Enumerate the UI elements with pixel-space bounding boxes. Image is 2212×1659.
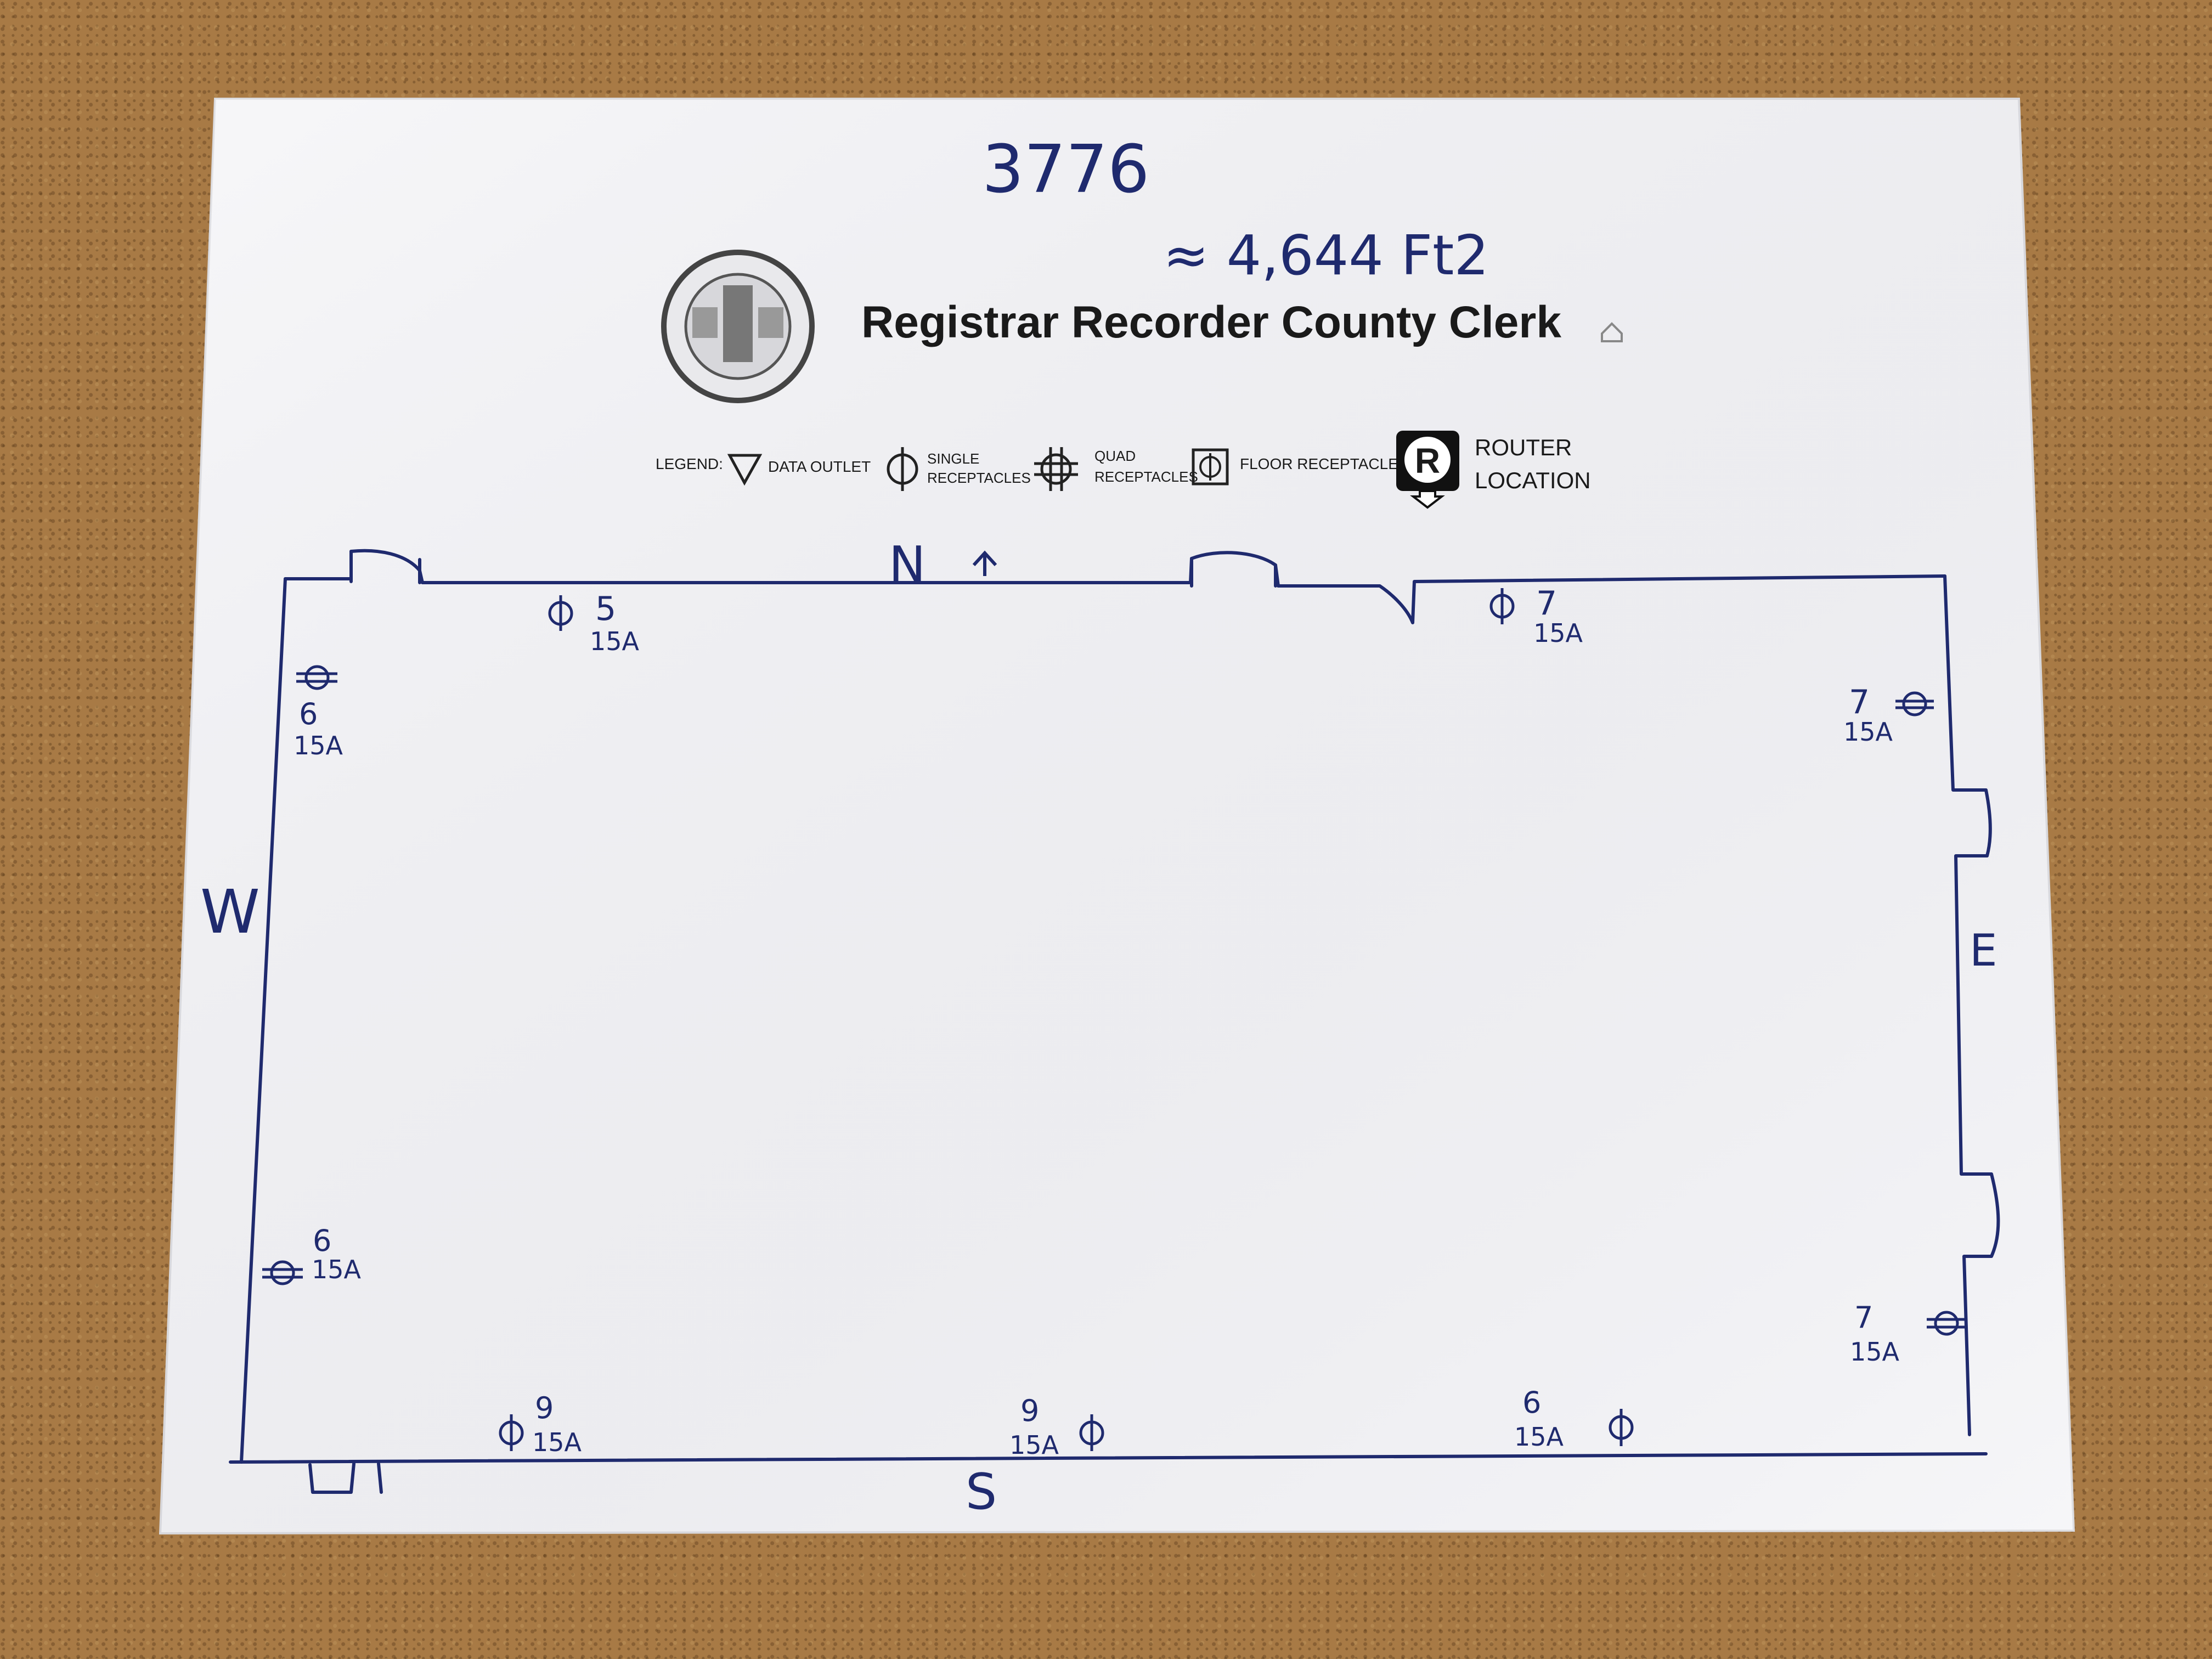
legend-single-1: SINGLE <box>927 450 979 467</box>
compass-north: N <box>889 536 926 594</box>
door-south <box>308 1462 383 1494</box>
legend-quad-1: QUAD <box>1094 448 1136 464</box>
single-receptacle-icon <box>1489 588 1515 624</box>
floor-receptacle-icon <box>1192 448 1229 486</box>
receptacle-s1: 9 15A <box>499 1391 582 1457</box>
legend-router-1: ROUTER <box>1475 435 1572 460</box>
quad-receptacle-icon <box>1927 1311 1967 1336</box>
receptacle-count: 6 <box>313 1223 331 1258</box>
home-icon <box>1601 322 1623 342</box>
receptacle-amps: 15A <box>1514 1422 1564 1452</box>
receptacle-w2: 6 15A <box>262 1223 362 1285</box>
quad-receptacle-icon <box>296 665 337 690</box>
receptacle-count: 5 <box>595 590 616 628</box>
receptacle-e1: 7 15A <box>1843 683 1934 747</box>
legend-floor: FLOOR RECEPTACLES <box>1240 455 1409 472</box>
receptacle-count: 6 <box>299 697 318 731</box>
west-wall <box>240 577 287 1464</box>
receptacle-n2: 7 15A <box>1489 584 1583 648</box>
compass-east: E <box>1970 925 1997 976</box>
receptacle-count: 9 <box>535 1391 554 1425</box>
legend-label: LEGEND: <box>656 455 723 472</box>
legend: LEGEND: DATA OUTLET SINGLE RECEPTACLES Q… <box>656 431 1591 509</box>
receptacle-count: 6 <box>1522 1385 1541 1420</box>
legend-router-2: LOCATION <box>1475 467 1591 493</box>
single-receptacle-icon <box>548 595 573 631</box>
south-wall <box>229 1452 1988 1464</box>
receptacle-amps: 15A <box>1843 717 1893 747</box>
receptacle-amps: 15A <box>1009 1430 1059 1460</box>
receptacle-amps: 15A <box>294 731 343 760</box>
receptacle-amps: 15A <box>590 627 640 656</box>
router-symbol: R <box>1415 441 1440 481</box>
single-receptacle-icon <box>1079 1414 1104 1451</box>
single-receptacle-icon <box>499 1414 524 1451</box>
handwritten-number: 3776 <box>982 132 1149 208</box>
door-north-1 <box>349 550 421 584</box>
receptacle-count: 7 <box>1854 1300 1873 1335</box>
handwritten-area: ≈ 4,644 Ft2 <box>1163 223 1489 287</box>
paper-shading <box>160 99 2074 1533</box>
compass-west: W <box>200 877 260 947</box>
receptacle-amps: 15A <box>532 1427 582 1457</box>
receptacle-s3: 6 15A <box>1514 1385 1634 1452</box>
legend-single-2: RECEPTACLES <box>927 470 1031 486</box>
north-arrow-icon <box>972 550 997 576</box>
receptacle-count: 9 <box>1020 1393 1039 1428</box>
receptacle-amps: 15A <box>1850 1337 1900 1367</box>
receptacle-w1: 6 15A <box>294 665 343 760</box>
east-wall <box>1943 574 2000 1436</box>
single-receptacle-icon <box>1609 1409 1634 1446</box>
quad-receptacle-icon <box>262 1260 303 1285</box>
legend-quad-2: RECEPTACLES <box>1094 469 1198 485</box>
quad-receptacle-icon <box>1895 691 1934 716</box>
data-outlet-icon <box>727 454 763 486</box>
receptacle-count: 7 <box>1849 683 1870 721</box>
compass-south: S <box>966 1463 997 1521</box>
receptacle-e2: 7 15A <box>1850 1300 1967 1367</box>
receptacle-n1: 5 15A <box>548 590 640 656</box>
receptacle-count: 7 <box>1536 584 1557 623</box>
floor-plan <box>229 549 2000 1494</box>
receptacle-amps: 15A <box>1533 618 1583 648</box>
receptacle-amps: 15A <box>312 1255 362 1284</box>
legend-data-outlet: DATA OUTLET <box>768 458 871 475</box>
quad-receptacle-icon <box>1034 447 1078 491</box>
north-wall <box>284 549 1946 624</box>
router-location-icon: R <box>1396 431 1459 509</box>
single-receptacle-icon <box>887 447 918 491</box>
door-north-2 <box>1190 557 1277 588</box>
page-title: Registrar Recorder County Clerk <box>861 297 1561 347</box>
receptacle-s2: 9 15A <box>1009 1393 1104 1460</box>
county-seal-icon <box>661 250 815 403</box>
